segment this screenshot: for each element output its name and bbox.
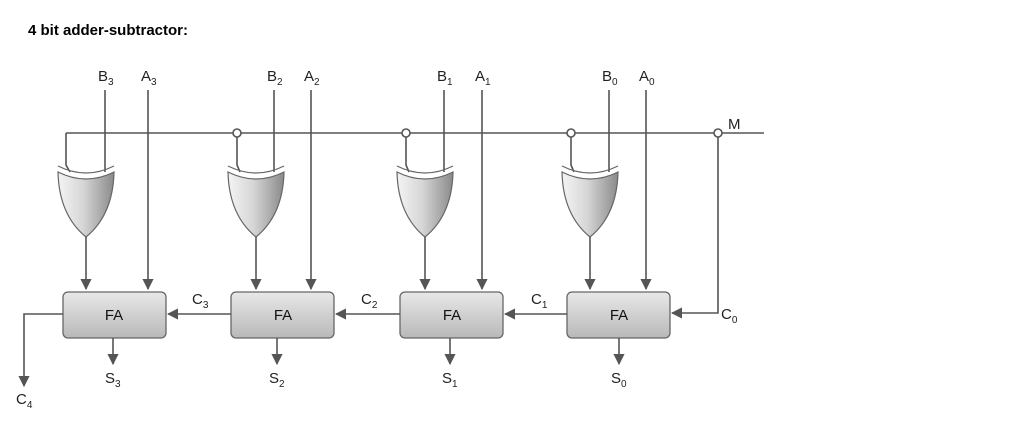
full-adder-block xyxy=(230,291,335,339)
full-adder-block xyxy=(399,291,504,339)
b0-label: B0 xyxy=(602,68,618,88)
a3-label: A3 xyxy=(141,68,157,88)
c2-label: C2 xyxy=(361,291,378,311)
a2-label: A2 xyxy=(304,68,320,88)
stage-3 xyxy=(57,90,167,366)
c3-label: C3 xyxy=(192,291,209,311)
junction-dot xyxy=(401,128,411,138)
s0-label: S0 xyxy=(611,370,627,390)
junction-dot xyxy=(232,128,242,138)
fa-label: FA xyxy=(610,307,628,324)
xor-gate xyxy=(227,165,285,238)
s1-label: S1 xyxy=(442,370,458,390)
full-adder-block xyxy=(62,291,167,339)
xor-gate xyxy=(396,165,454,238)
diagram-title: 4 bit adder-subtractor: xyxy=(28,22,189,39)
c4-label: C4 xyxy=(16,391,33,411)
a0-label: A0 xyxy=(639,68,655,88)
b3-label: B3 xyxy=(98,68,114,88)
xor-m-input xyxy=(65,133,71,173)
xor-gate xyxy=(561,165,619,238)
stage-2 xyxy=(166,90,335,366)
fa-label: FA xyxy=(274,307,292,324)
carry-out-wire xyxy=(18,313,63,388)
c1-label: C1 xyxy=(531,291,548,311)
mode-label: M xyxy=(728,116,741,133)
s3-label: S3 xyxy=(105,370,121,390)
b2-label: B2 xyxy=(267,68,283,88)
b1-label: B1 xyxy=(437,68,453,88)
s2-label: S2 xyxy=(269,370,285,390)
a1-label: A1 xyxy=(475,68,491,88)
xor-m-input xyxy=(405,137,410,173)
fa-label: FA xyxy=(105,307,123,324)
fa-label: FA xyxy=(443,307,461,324)
stage-0 xyxy=(503,90,671,366)
carry-in-wire xyxy=(670,137,719,319)
c0-label: C0 xyxy=(721,306,738,326)
xor-m-input xyxy=(570,137,575,173)
xor-gate xyxy=(57,165,115,238)
junction-dot xyxy=(713,128,723,138)
junction-dot xyxy=(566,128,576,138)
stage-1 xyxy=(334,90,504,366)
xor-m-input xyxy=(236,137,241,173)
